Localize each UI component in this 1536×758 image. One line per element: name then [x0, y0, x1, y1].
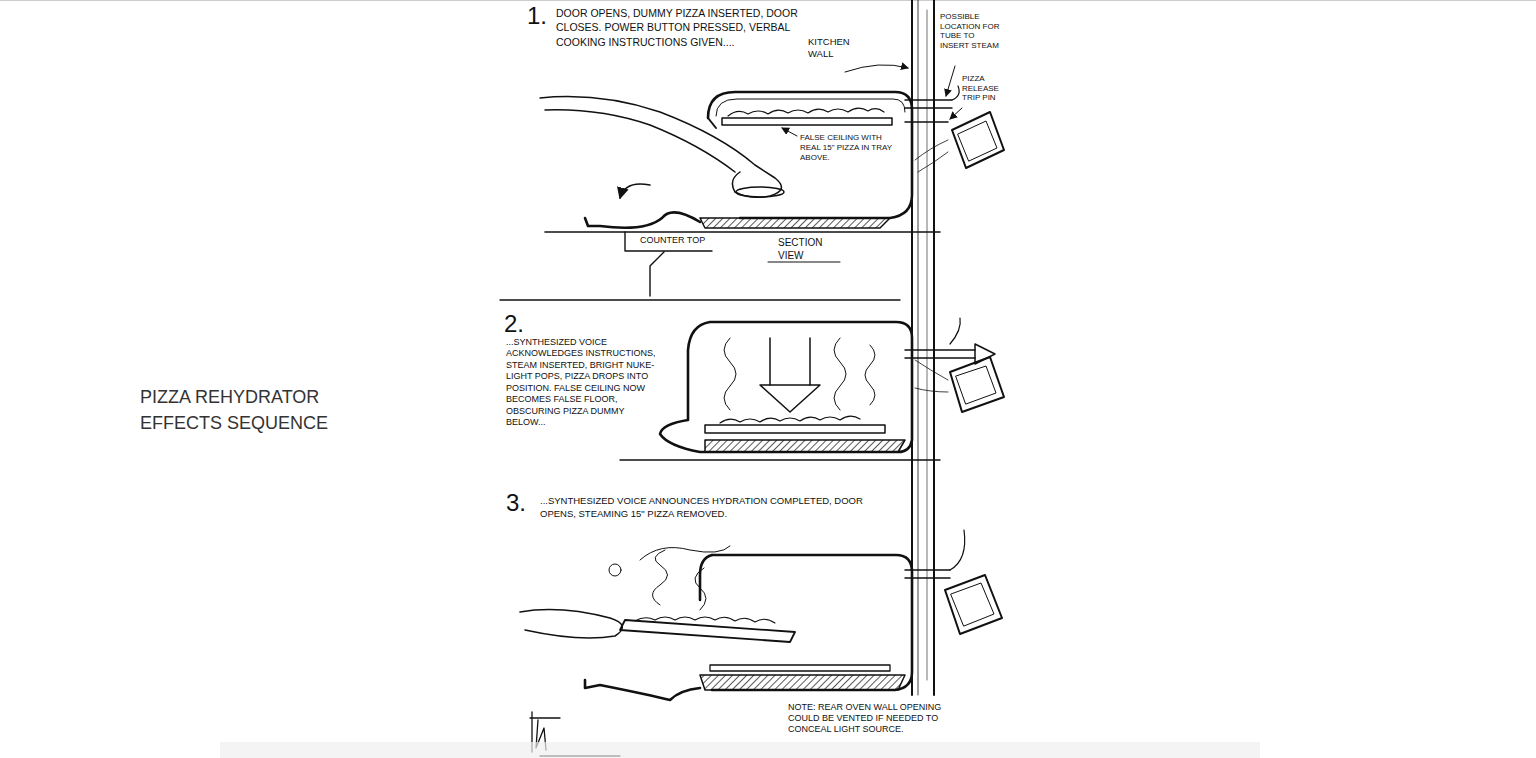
step-note: ...SYNTHESIZED VOICE ACKNOWLEDGES INSTRU…: [506, 337, 656, 428]
ceiling-label: FALSE CEILING WITH REAL 15" PIZZA IN TRA…: [800, 133, 904, 163]
view-label: SECTION VIEW: [778, 236, 838, 262]
counter-label: COUNTER TOP: [640, 235, 705, 247]
step-note: DOOR OPENS, DUMMY PIZZA INSERTED, DOOR C…: [556, 6, 801, 49]
step-number: 3.: [506, 487, 526, 518]
sequence-title: PIZZA REHYDRATOR EFFECTS SEQUENCE: [140, 384, 340, 436]
wall-label: KITCHEN WALL: [808, 36, 870, 61]
step-number: 1.: [527, 0, 547, 31]
step-number: 2.: [504, 308, 524, 339]
tube-label: POSSIBLE LOCATION FOR TUBE TO INSERT STE…: [940, 12, 1000, 50]
rear-wall-note: NOTE: REAR OVEN WALL OPENING COULD BE VE…: [788, 702, 963, 734]
pin-label: PIZZA RELEASE TRIP PIN: [962, 74, 1006, 103]
step-note: ...SYNTHESIZED VOICE ANNOUNCES HYDRATION…: [540, 494, 870, 521]
